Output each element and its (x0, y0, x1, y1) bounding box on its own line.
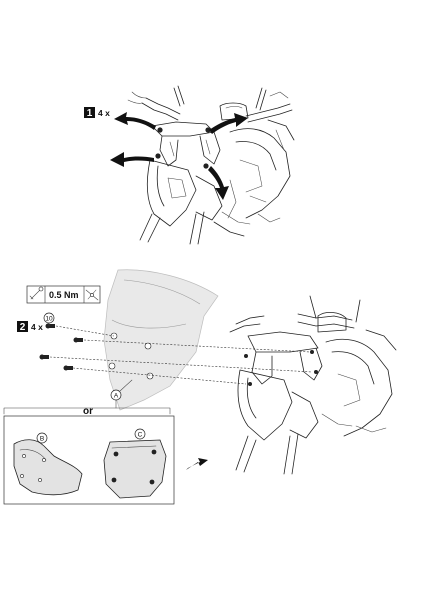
step1-number-box (84, 107, 95, 118)
option-c-plate: C (103, 428, 167, 499)
alternatives-box: B C (3, 415, 175, 505)
removal-arrow-lower-left (110, 152, 154, 167)
torque-wrench-icon (29, 286, 44, 300)
step1-label: 1 4 x (84, 107, 110, 119)
windshield-bolts (39, 323, 83, 371)
removal-arrow-upper-left (114, 112, 156, 130)
torque-value: 0.5 Nm (49, 290, 79, 300)
alternative-direction-arrow (186, 458, 208, 470)
removal-arrow-upper-right (209, 113, 248, 134)
torque-spec-box: 0.5 Nm (26, 285, 101, 304)
step1-number: 1 (87, 108, 93, 119)
step2-number: 2 (20, 322, 26, 333)
bolt-4 (45, 323, 55, 329)
assembly-guide-lines (49, 325, 313, 385)
no-lubricant-icon (85, 289, 99, 301)
step2-number-box (17, 321, 28, 332)
alternatives-divider: or (3, 399, 171, 417)
bolt-1 (73, 337, 83, 343)
callout-b-label: B (40, 436, 44, 443)
callout-a-label: A (114, 393, 119, 400)
option-b-flyscreen: B (13, 432, 83, 496)
or-label: or (83, 406, 93, 417)
callout-10: 10 (45, 316, 53, 323)
step1-illustration (110, 85, 295, 245)
windshield (103, 269, 219, 411)
step2-quantity: 4 x (31, 322, 43, 332)
bolt-3 (63, 365, 73, 371)
callout-c-label: C (138, 432, 143, 439)
removal-arrow-lower-right (208, 166, 229, 200)
step2-illustration (229, 295, 397, 475)
step1-quantity: 4 x (98, 108, 110, 118)
bolt-2 (39, 354, 49, 360)
step2-label: 2 4 x 10 (17, 312, 55, 333)
